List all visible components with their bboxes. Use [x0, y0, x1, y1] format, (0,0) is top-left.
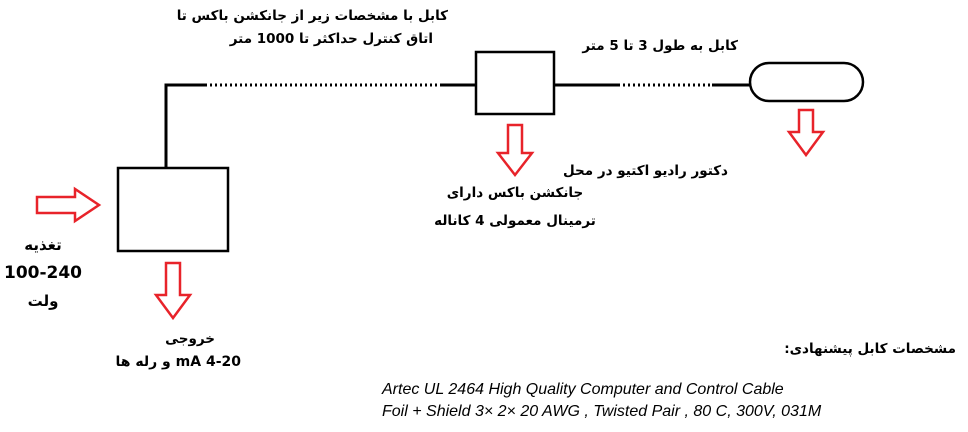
- spec-line2: Foil + Shield 3× 2× 20 AWG , Twisted Pai…: [382, 403, 822, 420]
- junction-arrow: [495, 123, 535, 178]
- control-unit-box: [116, 166, 230, 253]
- long-cable-label-line1: کابل با مشخصات زیر از جانکشن باکس تا: [176, 8, 448, 24]
- power-label-line2: 100-240: [3, 263, 83, 283]
- junction-label-line1: جانکشن باکس دارای: [446, 185, 584, 201]
- output-label-line1: خروجی: [165, 331, 215, 347]
- control-cable-solid: [164, 83, 205, 168]
- junction-label-line2: ترمینال معمولی 4 کاناله: [434, 213, 596, 229]
- short-cable-label: کابل به طول 3 تا 5 متر: [582, 38, 738, 54]
- power-label-line1: تغذیه: [24, 236, 62, 254]
- spec-title: مشخصات کابل پیشنهادی:: [784, 341, 956, 357]
- detector-capsule: [748, 61, 865, 103]
- power-label-line3: ولت: [27, 292, 59, 310]
- detector-arrow: [786, 108, 826, 158]
- output-label-line2: 4-20 mA و رله ها: [115, 354, 241, 370]
- long-cable-label-line2: اتاق کنترل حداکثر تا 1000 متر: [229, 31, 433, 47]
- detector-label: دکتور رادیو اکتیو در محل: [563, 163, 728, 179]
- output-arrow: [153, 261, 193, 321]
- spec-line1: Artec UL 2464 High Quality Computer and …: [382, 381, 784, 398]
- power-input-arrow: [35, 186, 102, 224]
- junction-box: [474, 50, 556, 116]
